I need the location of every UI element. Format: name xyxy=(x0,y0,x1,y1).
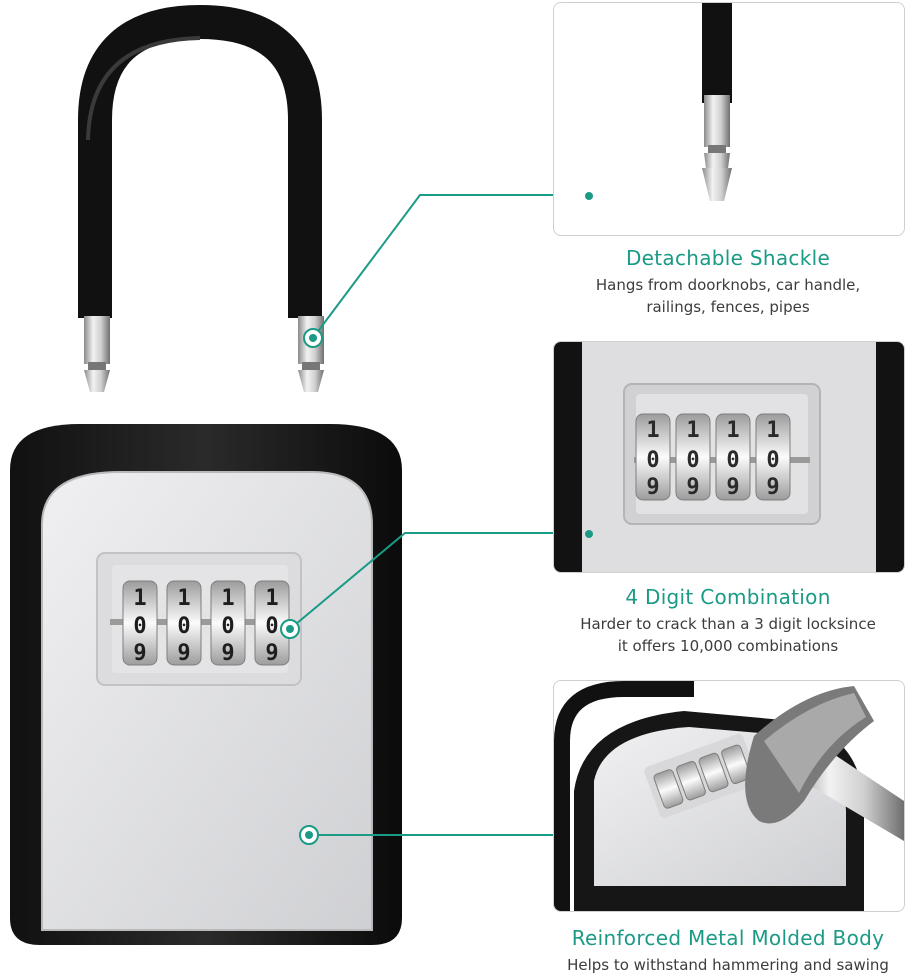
shackle xyxy=(78,4,324,392)
feature-description-line: Harder to crack than a 3 digit locksince xyxy=(580,615,876,633)
feature-caption-dials: 4 Digit Combination Harder to crack than… xyxy=(553,585,903,657)
hammer-icon xyxy=(745,686,904,841)
dial-digit-middle: 0 xyxy=(221,614,234,639)
feature-caption-body: Reinforced Metal Molded Body Helps to wi… xyxy=(553,926,903,976)
feature-title: 4 Digit Combination xyxy=(625,585,831,609)
shackle-pin-left xyxy=(84,316,110,392)
detail-panel-dials: 1 0 9 1 0 9 1 0 9 1 0 9 xyxy=(553,341,905,573)
shackle-detail-image xyxy=(585,3,732,201)
dial-digit-middle: 0 xyxy=(133,614,146,639)
feature-description: Harder to crack than a 3 digit locksince… xyxy=(553,613,903,657)
feature-title: Detachable Shackle xyxy=(625,246,831,270)
dial-digit-middle: 0 xyxy=(265,614,278,639)
callout-line-shackle xyxy=(312,194,588,339)
dial-digit-bottom: 9 xyxy=(726,475,739,500)
dials-detail-image xyxy=(554,342,904,572)
dial-digit-top: 1 xyxy=(177,586,190,611)
feature-description-line: railings, fences, pipes xyxy=(646,298,810,316)
callout-line-dials xyxy=(289,532,588,630)
dial-digit-middle: 0 xyxy=(177,614,190,639)
detail-panel-body xyxy=(553,680,905,912)
dial-digit-top: 1 xyxy=(766,418,779,443)
dial-digit-middle: 0 xyxy=(686,448,699,473)
dial-digit-bottom: 9 xyxy=(177,641,190,666)
dial-digit-top: 1 xyxy=(133,586,146,611)
hammer-test-image xyxy=(554,681,904,911)
feature-caption-shackle: Detachable Shackle Hangs from doorknobs,… xyxy=(553,246,903,318)
dial-digit-top: 1 xyxy=(221,586,234,611)
dial-digit-bottom: 9 xyxy=(686,475,699,500)
dial-digit-middle: 0 xyxy=(726,448,739,473)
dial-digit-bottom: 9 xyxy=(221,641,234,666)
dial-digit-top: 1 xyxy=(686,418,699,443)
dial-digit-middle: 0 xyxy=(646,448,659,473)
feature-description-line: Helps to withstand hammering and sawing xyxy=(567,956,889,974)
dials-detail-digits: 1 0 9 1 0 9 1 0 9 1 0 9 xyxy=(646,418,779,500)
dial-digit-bottom: 9 xyxy=(646,475,659,500)
feature-description: Helps to withstand hammering and sawing xyxy=(553,954,903,976)
dial-digit-bottom: 9 xyxy=(265,641,278,666)
dial-digit-top: 1 xyxy=(726,418,739,443)
lock-body xyxy=(10,424,402,945)
feature-description-line: it offers 10,000 combinations xyxy=(617,637,839,655)
dial-digit-top: 1 xyxy=(646,418,659,443)
feature-description: Hangs from doorknobs, car handle, railin… xyxy=(553,274,903,318)
main-dials xyxy=(122,580,290,666)
main-dial-digits: 1 0 9 1 0 9 1 0 9 1 0 9 xyxy=(133,586,278,666)
dial-digit-top: 1 xyxy=(265,586,278,611)
callout-lines xyxy=(289,194,588,836)
dial-digit-bottom: 9 xyxy=(766,475,779,500)
feature-title: Reinforced Metal Molded Body xyxy=(571,926,885,950)
dial-digit-middle: 0 xyxy=(766,448,779,473)
detail-panel-shackle xyxy=(553,2,905,236)
dial-digit-bottom: 9 xyxy=(133,641,146,666)
feature-description-line: Hangs from doorknobs, car handle, xyxy=(595,276,861,294)
